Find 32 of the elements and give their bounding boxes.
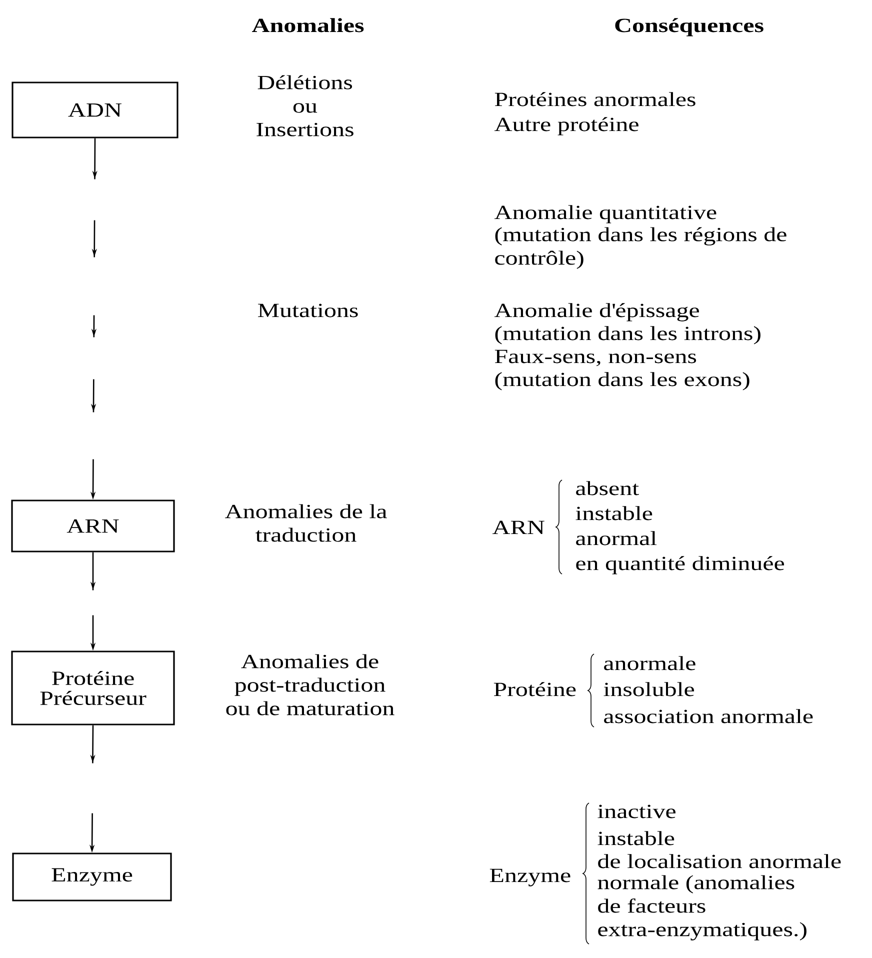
process-box: Enzyme xyxy=(12,852,172,902)
label-text: insoluble xyxy=(604,682,694,696)
label-text: (mutation dans les régions de contrôle) xyxy=(495,227,786,269)
label-text: Anomalie quantitative xyxy=(494,205,716,224)
label-text: instable xyxy=(598,831,674,846)
column-heading: Conséquences xyxy=(615,18,764,36)
label-text: (mutation dans les introns) xyxy=(495,326,760,344)
label-text: Enzyme xyxy=(490,868,570,886)
label-text: association anormale xyxy=(604,709,813,724)
label-text: Délétions ou Insertions xyxy=(256,75,354,136)
label-text: inactive xyxy=(598,804,676,818)
label-text: Autre protéine xyxy=(494,117,638,136)
label-text: Anomalie d'épissage xyxy=(494,303,699,322)
label-text: Mutations xyxy=(258,304,358,318)
label-text: instable xyxy=(576,506,652,520)
label-text: anormale xyxy=(604,656,696,670)
label-text: (mutation dans les exons) xyxy=(495,372,750,390)
label-text: absent xyxy=(576,481,639,496)
label-text: Anomalies de la traduction xyxy=(225,504,387,542)
label-text: normale (anomalies de facteurs extra-enzymatiques.) xyxy=(598,875,806,940)
process-box: ADN xyxy=(12,82,178,138)
label-text: Anomalies de post-traduction ou de maturation xyxy=(226,654,394,716)
label-text: de localisation anormale xyxy=(598,854,841,868)
label-text: Protéines anormales xyxy=(494,92,696,106)
label-text: Faux-sens, non-sens xyxy=(494,350,696,366)
label-text: Protéine xyxy=(494,682,576,696)
label-text: en quantité diminuée xyxy=(576,556,784,574)
process-box: ARN xyxy=(11,500,175,552)
label-text: ARN xyxy=(492,520,544,534)
column-heading: Anomalies xyxy=(252,18,364,32)
label-text: anormal xyxy=(576,531,657,546)
process-box: Protéine Précurseur xyxy=(11,650,175,726)
